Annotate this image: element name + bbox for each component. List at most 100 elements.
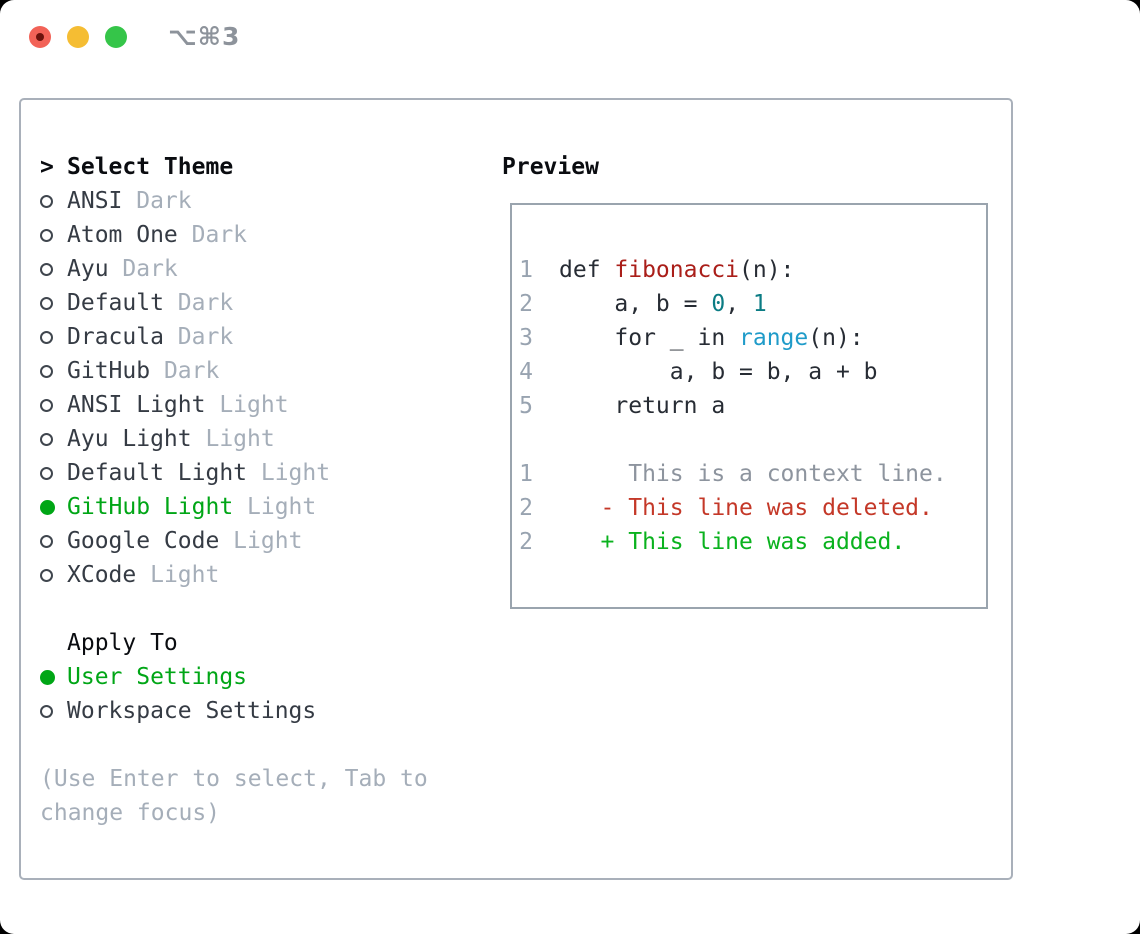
zoom-button[interactable] — [105, 26, 127, 48]
theme-variant: Light — [191, 426, 275, 452]
minimize-button[interactable] — [67, 26, 89, 48]
code-segment: range — [739, 325, 809, 351]
code-segment: def — [559, 257, 615, 283]
code-line: 3 for _ in range(n): — [519, 321, 986, 355]
line-number: 5 — [519, 393, 533, 419]
code-segment: fibonacci — [614, 257, 740, 283]
theme-variant: Dark — [150, 358, 220, 384]
radio-icon — [40, 398, 53, 412]
theme-option[interactable]: Atom One Dark — [40, 218, 428, 252]
theme-option[interactable]: Ayu Dark — [40, 252, 428, 286]
radio-icon — [40, 568, 53, 582]
line-number: 2 — [519, 291, 533, 317]
radio-icon — [40, 432, 53, 446]
cursor-icon: > — [40, 154, 54, 180]
radio-icon — [40, 194, 53, 208]
theme-name: XCode — [67, 562, 137, 588]
radio-marker — [40, 704, 67, 718]
code-segment: 0 — [711, 291, 726, 317]
radio-marker — [40, 534, 67, 548]
theme-option[interactable]: Default Light Light — [40, 456, 428, 490]
theme-option[interactable]: GitHub Dark — [40, 354, 428, 388]
theme-name: Default Light — [67, 460, 248, 486]
radio-selected-icon — [40, 669, 55, 685]
theme-variant: Dark — [163, 324, 234, 350]
theme-name: GitHub — [67, 358, 151, 384]
theme-name: GitHub Light — [67, 494, 234, 520]
radio-marker — [40, 330, 67, 344]
hint-text: change focus) — [40, 800, 221, 826]
theme-option[interactable]: Google Code Light — [40, 524, 428, 558]
theme-option[interactable]: Dracula Dark — [40, 320, 428, 354]
code-segment: a, b = b, a + b — [559, 359, 878, 385]
theme-option[interactable]: XCode Light — [40, 558, 428, 592]
theme-variant: Light — [233, 494, 317, 520]
theme-variant: Light — [219, 528, 303, 554]
theme-variant: Dark — [163, 290, 234, 316]
radio-marker — [40, 568, 67, 582]
code-segment: - This line was deleted. — [559, 495, 933, 521]
theme-name: Google Code — [67, 528, 220, 554]
theme-name: Ayu — [67, 256, 109, 282]
code-segment: return a — [559, 393, 726, 419]
apply-to-header-row: Apply To — [40, 626, 428, 660]
code-segment: (n): — [739, 257, 795, 283]
close-button[interactable] — [29, 26, 51, 48]
line-number: 1 — [519, 257, 533, 283]
spacer-row — [40, 728, 428, 762]
radio-selected-icon — [40, 499, 55, 515]
radio-icon — [40, 364, 53, 378]
apply-to-header: Apply To — [67, 630, 178, 656]
theme-name: Atom One — [67, 222, 178, 248]
hint-row: change focus) — [40, 796, 428, 830]
theme-option[interactable]: ANSI Light Light — [40, 388, 428, 422]
diff-line-context: 1 This is a context line. — [519, 457, 986, 491]
hint-text: (Use Enter to select, Tab to — [40, 766, 428, 792]
radio-icon — [40, 534, 53, 548]
theme-option[interactable]: Default Dark — [40, 286, 428, 320]
radio-icon — [40, 704, 53, 718]
line-number — [519, 423, 533, 457]
unsaved-dot-icon — [36, 33, 44, 41]
titlebar: ⌥⌘3 — [0, 0, 1140, 75]
radio-icon — [40, 330, 53, 344]
code-segment: (n): — [808, 325, 864, 351]
line-number: 1 — [519, 461, 533, 487]
theme-variant: Dark — [108, 256, 178, 282]
blank-line — [519, 423, 986, 457]
theme-variant: Dark — [122, 188, 192, 214]
hint-row: (Use Enter to select, Tab to — [40, 762, 428, 796]
theme-variant: Dark — [177, 222, 248, 248]
diff-line-added: 2 + This line was added. — [519, 525, 986, 559]
theme-name: Ayu Light — [67, 426, 192, 452]
theme-list-header: Select Theme — [67, 154, 234, 180]
cursor-marker: > — [40, 150, 67, 184]
code-line: 1 def fibonacci(n): — [519, 253, 986, 287]
radio-icon — [40, 296, 53, 310]
radio-marker — [40, 296, 67, 310]
code-segment: This is a context line. — [559, 461, 947, 487]
diff-line-deleted: 2 - This line was deleted. — [519, 491, 986, 525]
theme-name: Dracula — [67, 324, 164, 350]
line-number: 4 — [519, 359, 533, 385]
radio-marker — [40, 364, 67, 378]
theme-variant: Light — [136, 562, 220, 588]
theme-option[interactable]: GitHub Light Light — [40, 490, 428, 524]
code-segment: + This line was added. — [559, 529, 906, 555]
theme-option[interactable]: ANSI Dark — [40, 184, 428, 218]
preview-title: Preview — [502, 154, 599, 180]
apply-option-label: User Settings — [67, 664, 248, 690]
radio-marker — [40, 499, 67, 515]
code-line: 2 a, b = 0, 1 — [519, 287, 986, 321]
radio-marker — [40, 669, 67, 685]
apply-option[interactable]: User Settings — [40, 660, 428, 694]
line-number: 3 — [519, 325, 533, 351]
apply-option[interactable]: Workspace Settings — [40, 694, 428, 728]
code-segment: a, b = — [559, 291, 712, 317]
theme-option[interactable]: Ayu Light Light — [40, 422, 428, 456]
theme-variant: Light — [247, 460, 331, 486]
